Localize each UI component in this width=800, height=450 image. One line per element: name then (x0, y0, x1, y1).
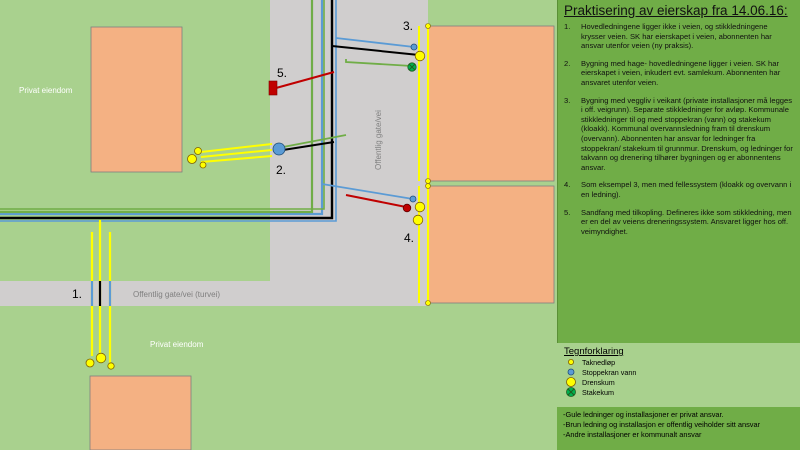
service-lines-1 (90, 220, 112, 364)
legend-label: Drenskum (582, 377, 615, 387)
item-number: 1. (564, 22, 571, 31)
taknedlop-icon (560, 357, 582, 367)
legend-label: Stakekum (582, 387, 614, 397)
taknedlop-1b (107, 362, 115, 370)
drenskum-4a (414, 201, 426, 213)
water-service-4 (321, 183, 414, 200)
label-street-horizontal: Offentlig gate/vei (turvei) (133, 290, 220, 299)
samlekum-2 (272, 142, 286, 156)
panel-title: Praktisering av eierskap fra 14.06.16: (564, 3, 788, 18)
horizontal-road (0, 281, 428, 306)
note-line: -Gule ledninger og installasjoner er pri… (563, 410, 724, 419)
stakekum-4 (402, 203, 412, 213)
item-text: Bygning med veggliv i veikant (private i… (581, 95, 793, 172)
drenskum-1 (95, 352, 107, 364)
building-3 (427, 25, 555, 182)
private-line-2b (200, 149, 273, 158)
legend-item-taknedlop: Taknedløp (560, 357, 690, 367)
explanation-item: 3. Bygning med veggliv i veikant (private… (564, 96, 794, 173)
storm-service-2 (282, 134, 347, 148)
water-service-3 (335, 37, 415, 48)
taknedlop-3a (425, 23, 431, 29)
private-line-2c (200, 155, 273, 163)
legend-title: Tegnforklaring (564, 346, 624, 357)
item-text: Som eksempel 3, men med fellessystem (kl… (581, 180, 792, 199)
sand-trap-connection (275, 71, 335, 89)
taknedlop-2a (194, 147, 202, 155)
legend-label: Taknedløp (582, 357, 616, 367)
note-line: -Brun ledning og installasjon er offentl… (563, 420, 761, 429)
explanation-list: 1. Hovedledningene ligger ikke i veien, o… (564, 22, 794, 236)
symbols (85, 23, 431, 370)
building-1 (90, 26, 183, 173)
taknedlop-2b (199, 161, 207, 169)
building-bottom (89, 375, 192, 450)
item-number: 3. (564, 95, 571, 105)
service-lines-4 (321, 183, 429, 303)
storm-service-3 (345, 59, 413, 67)
legend-item-stakekum: Stakekum (560, 387, 690, 397)
drenskum-4b (412, 214, 424, 226)
stoppekran-icon (560, 367, 582, 377)
service-lines-2 (200, 134, 347, 163)
label-private-property-bottom: Privat eiendom (150, 340, 204, 349)
item-number: 2. (564, 58, 571, 68)
label-private-property-top: Privat eiendom (19, 86, 73, 95)
legend-item-drenskum: Drenskum (560, 377, 690, 387)
stoppekran-3 (410, 43, 418, 51)
taknedlop-4b (425, 300, 431, 306)
item-number: 4. (564, 180, 571, 190)
main-water-pipe-2 (0, 0, 337, 222)
stakekum-icon (560, 386, 582, 398)
main-water-pipe (0, 0, 324, 216)
item-number: 5. (564, 207, 571, 217)
note-line: -Andre installasjoner er kommunalt ansva… (563, 430, 702, 439)
label-street-vertical: Offentlig gate/vei (374, 110, 383, 170)
vertical-road (270, 0, 428, 306)
sewer-service-2 (282, 141, 335, 151)
private-line-2a (200, 143, 273, 153)
legend-item-stoppekran: Stoppekran vann (560, 367, 690, 377)
marker-1: 1. (72, 287, 82, 301)
marker-4: 4. (404, 231, 414, 245)
item-text: Hovedledningene ligger ikke i veien, og … (581, 22, 772, 51)
taknedlop-4a (425, 183, 431, 189)
marker-5: 5. (277, 66, 287, 80)
responsibility-notes: -Gule ledninger og installasjoner er pri… (557, 407, 800, 450)
explanation-panel: Praktisering av eierskap fra 14.06.16: 1… (557, 0, 800, 343)
main-stormwater-pipe (0, 0, 314, 214)
sand-trap (268, 80, 278, 96)
drenskum-icon (560, 376, 582, 388)
stakekum-cross-3 (408, 63, 416, 71)
combined-service-4 (345, 194, 407, 208)
stoppekran-4 (409, 195, 417, 203)
sewer-service-3 (331, 45, 420, 56)
taknedlop-3b (425, 178, 431, 184)
explanation-item: 5. Sandfang med tilkopling. Defineres ikk… (564, 208, 794, 237)
marker-2: 2. (276, 163, 286, 177)
drenskum-3 (414, 50, 426, 62)
item-text: Sandfang med tilkopling. Defineres ikke … (581, 207, 792, 236)
drenskum-2 (187, 154, 197, 164)
legend: Tegnforklaring Taknedløp Stoppekran vann… (560, 346, 690, 406)
explanation-item: 2. Bygning med hage- hovedledningene ligg… (564, 59, 794, 88)
legend-label: Stoppekran vann (582, 367, 637, 377)
explanation-item: 1. Hovedledningene ligger ikke i veien, o… (564, 22, 794, 51)
marker-3: 3. (403, 19, 413, 33)
private-lot-bottom (0, 306, 557, 450)
explanation-item: 4. Som eksempel 3, men med fellessystem (… (564, 180, 794, 199)
building-4 (427, 185, 555, 304)
taknedlop-1a (85, 358, 95, 368)
item-text: Bygning med hage- hovedledningene ligger… (581, 58, 781, 87)
main-drain-pipe (0, 0, 325, 210)
